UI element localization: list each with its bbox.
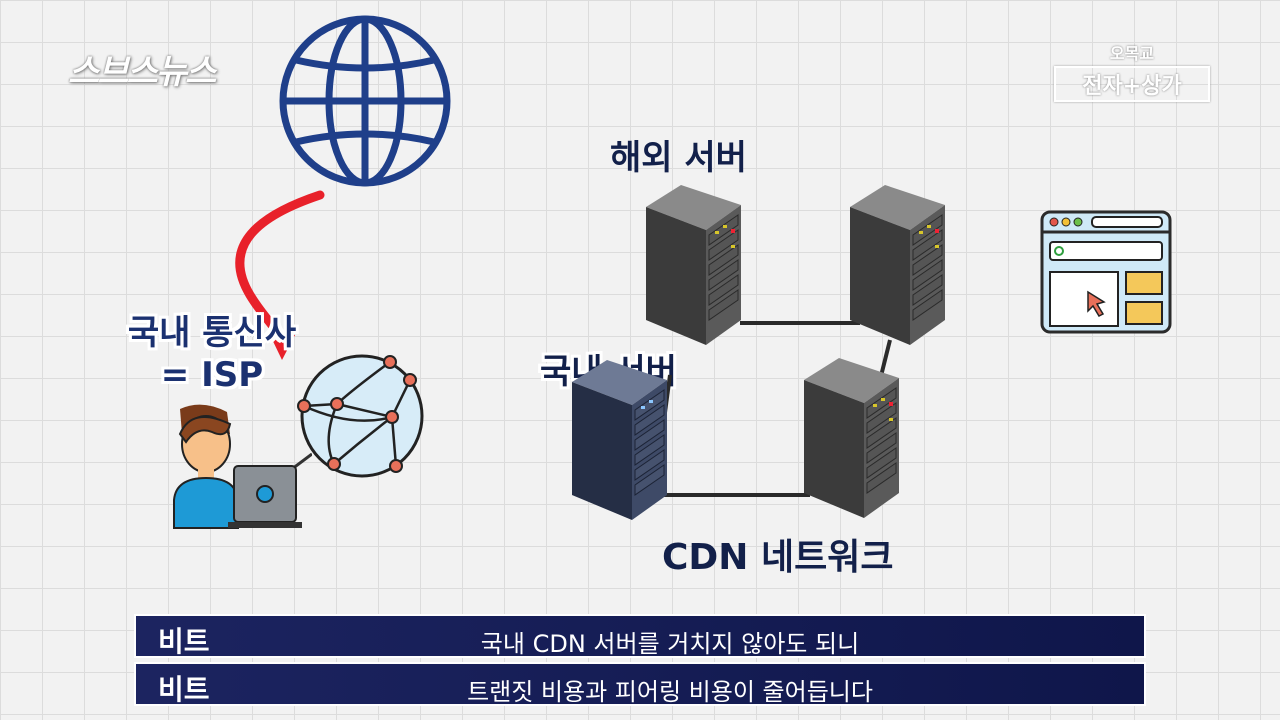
brand-top-text: 오목교 [1109, 44, 1155, 63]
network-globe-icon [297, 354, 424, 478]
cursor-icon [1087, 290, 1106, 317]
globe-icon [279, 15, 451, 187]
speaker-tag: 비트 [158, 673, 210, 706]
subtitle-text: 트랜짓 비용과 피어링 비용이 줄어듭니다 [467, 678, 873, 706]
isp-label-line1: 국내 통신사 [127, 313, 297, 353]
speaker-tag: 비트 [158, 625, 210, 658]
server-icon [572, 360, 668, 521]
subtitle-bar: 비트 국내 CDN 서버를 거치지 않아도 되니 [134, 614, 1146, 658]
overseas-server-label: 해외 서버 [610, 138, 747, 178]
isp-label-line2: = ISP [160, 355, 264, 395]
isp-label: 국내 통신사 = ISP [112, 312, 312, 396]
server-icon [646, 185, 742, 346]
subtitle-bar: 비트 트랜짓 비용과 피어링 비용이 줄어듭니다 [134, 662, 1146, 706]
server-icon [804, 358, 900, 519]
brand-bottom-text: 전자+상가 [1054, 66, 1210, 102]
browser-window-icon [1040, 210, 1172, 334]
channel-logo: 스브스뉴스 [68, 52, 216, 92]
red-arrow-icon [235, 190, 325, 360]
brand-badge: 오목교 전자+상가 [1054, 40, 1210, 102]
subtitle-text: 국내 CDN 서버를 거치지 않아도 되니 [480, 630, 860, 658]
cdn-network-label: CDN 네트워크 [662, 537, 894, 578]
server-icon [850, 185, 946, 346]
user-laptop-icon [173, 404, 312, 529]
